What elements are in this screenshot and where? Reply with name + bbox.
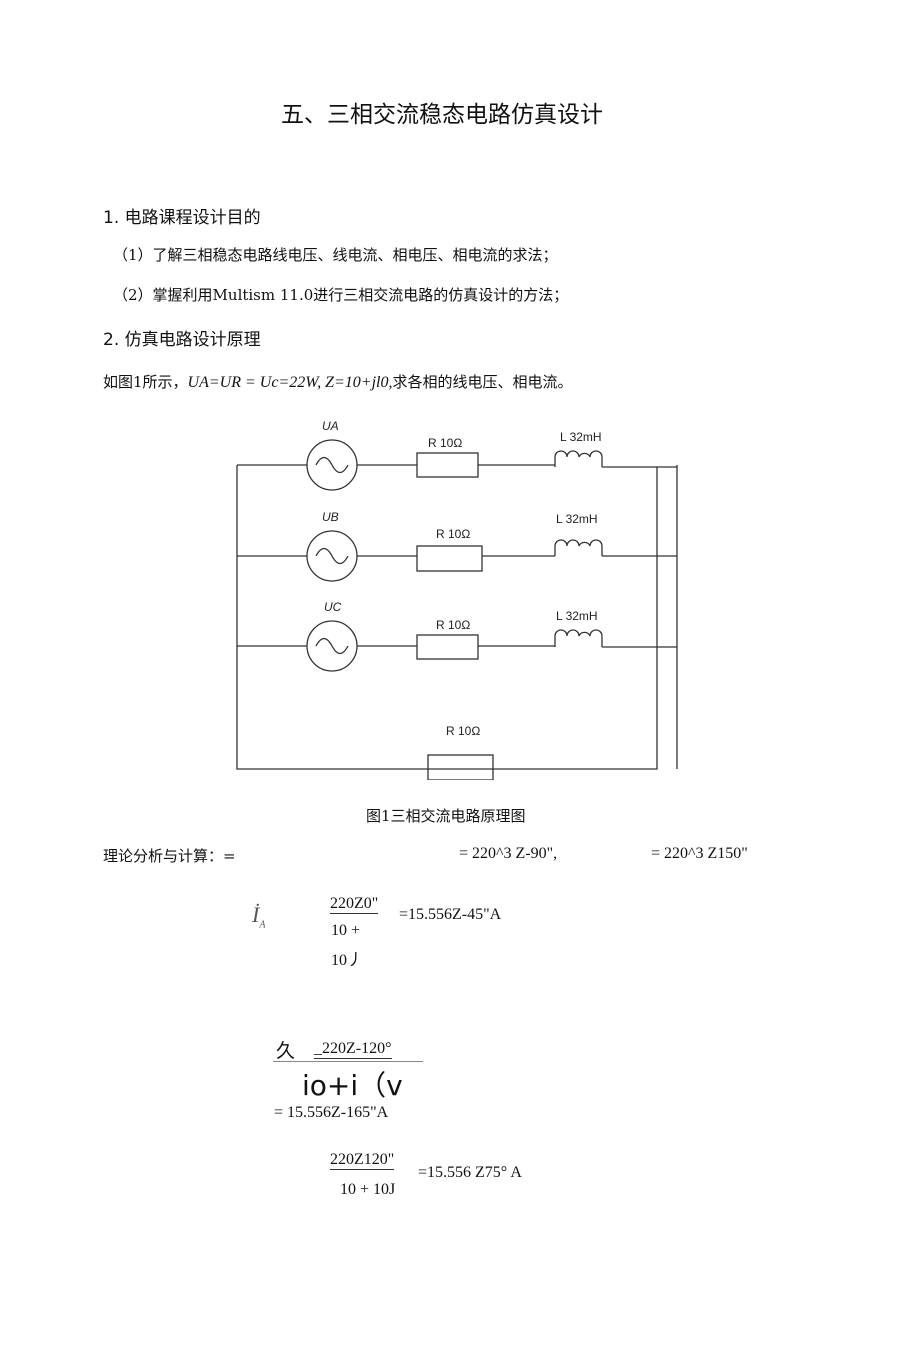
eq-b-numerator: _220Z-120° bbox=[314, 1040, 392, 1059]
intro-prefix: 如图1所示， bbox=[103, 373, 188, 391]
uc-value: = 220^3 Z150" bbox=[651, 845, 748, 862]
circuit-diagram: UA UB UC R 10Ω R 10Ω R 10Ω R 10Ω L 32mH … bbox=[236, 419, 678, 780]
section-1-heading: 1. 电路课程设计目的 bbox=[103, 208, 261, 228]
resistor-label-n: R 10Ω bbox=[446, 724, 480, 738]
eq-a-den-2: 10丿 bbox=[331, 952, 364, 969]
eq-a-result: =15.556Z-45"A bbox=[399, 906, 502, 923]
eq-a-numerator: 220Z0" bbox=[330, 895, 379, 914]
eq-a-den-1: 10 + bbox=[331, 922, 361, 939]
resistor-label-b: R 10Ω bbox=[436, 527, 470, 541]
objective-1: （1）了解三相稳态电路线电压、线电流、相电压、相电流的求法； bbox=[113, 246, 558, 264]
branch-a bbox=[237, 439, 677, 491]
page-title: 五、三相交流稳态电路仿真设计 bbox=[281, 102, 603, 128]
source-label-a: UA bbox=[322, 419, 339, 433]
figure-caption: 图1三相交流电路原理图 bbox=[366, 807, 526, 825]
branch-b bbox=[237, 530, 677, 582]
source-label-c: UC bbox=[324, 600, 342, 614]
intro-suffix: 求各相的线电压、相电流。 bbox=[392, 373, 573, 391]
eq-c-numerator: 220Z120" bbox=[330, 1151, 395, 1170]
intro-formula: UA=UR = Uc=22W, Z=10+jl0, bbox=[187, 374, 393, 391]
eq-b-result: = 15.556Z-165"A bbox=[274, 1104, 389, 1121]
intro-text: 如图1所示，UA=UR = Uc=22W, Z=10+jl0,求各相的线电压、相… bbox=[103, 371, 573, 392]
current-a-symbol: İA bbox=[252, 902, 266, 931]
source-label-b: UB bbox=[322, 510, 339, 524]
inductor-label-a: L 32mH bbox=[560, 430, 602, 444]
resistor-label-a: R 10Ω bbox=[428, 436, 462, 450]
eq-c-denominator: 10 + 10J bbox=[340, 1181, 396, 1198]
eq-b-fraction-line bbox=[273, 1038, 423, 1062]
analysis-label: 理论分析与计算：= bbox=[103, 847, 236, 865]
branch-c bbox=[237, 620, 677, 672]
objective-2: （2）掌握利用Multism 11.0进行三相交流电路的仿真设计的方法； bbox=[113, 286, 569, 304]
inductor-label-c: L 32mH bbox=[556, 609, 598, 623]
ub-value: = 220^3 Z-90", bbox=[459, 845, 558, 862]
resistor-label-c: R 10Ω bbox=[436, 618, 470, 632]
inductor-label-b: L 32mH bbox=[556, 512, 598, 526]
eq-b-denominator: io+i（v bbox=[302, 1069, 403, 1102]
eq-b-symbol: 久 bbox=[276, 1040, 296, 1062]
eq-c-result: =15.556 Z75° A bbox=[418, 1164, 522, 1181]
neutral-resistor bbox=[427, 754, 494, 780]
section-2-heading: 2. 仿真电路设计原理 bbox=[103, 330, 261, 350]
